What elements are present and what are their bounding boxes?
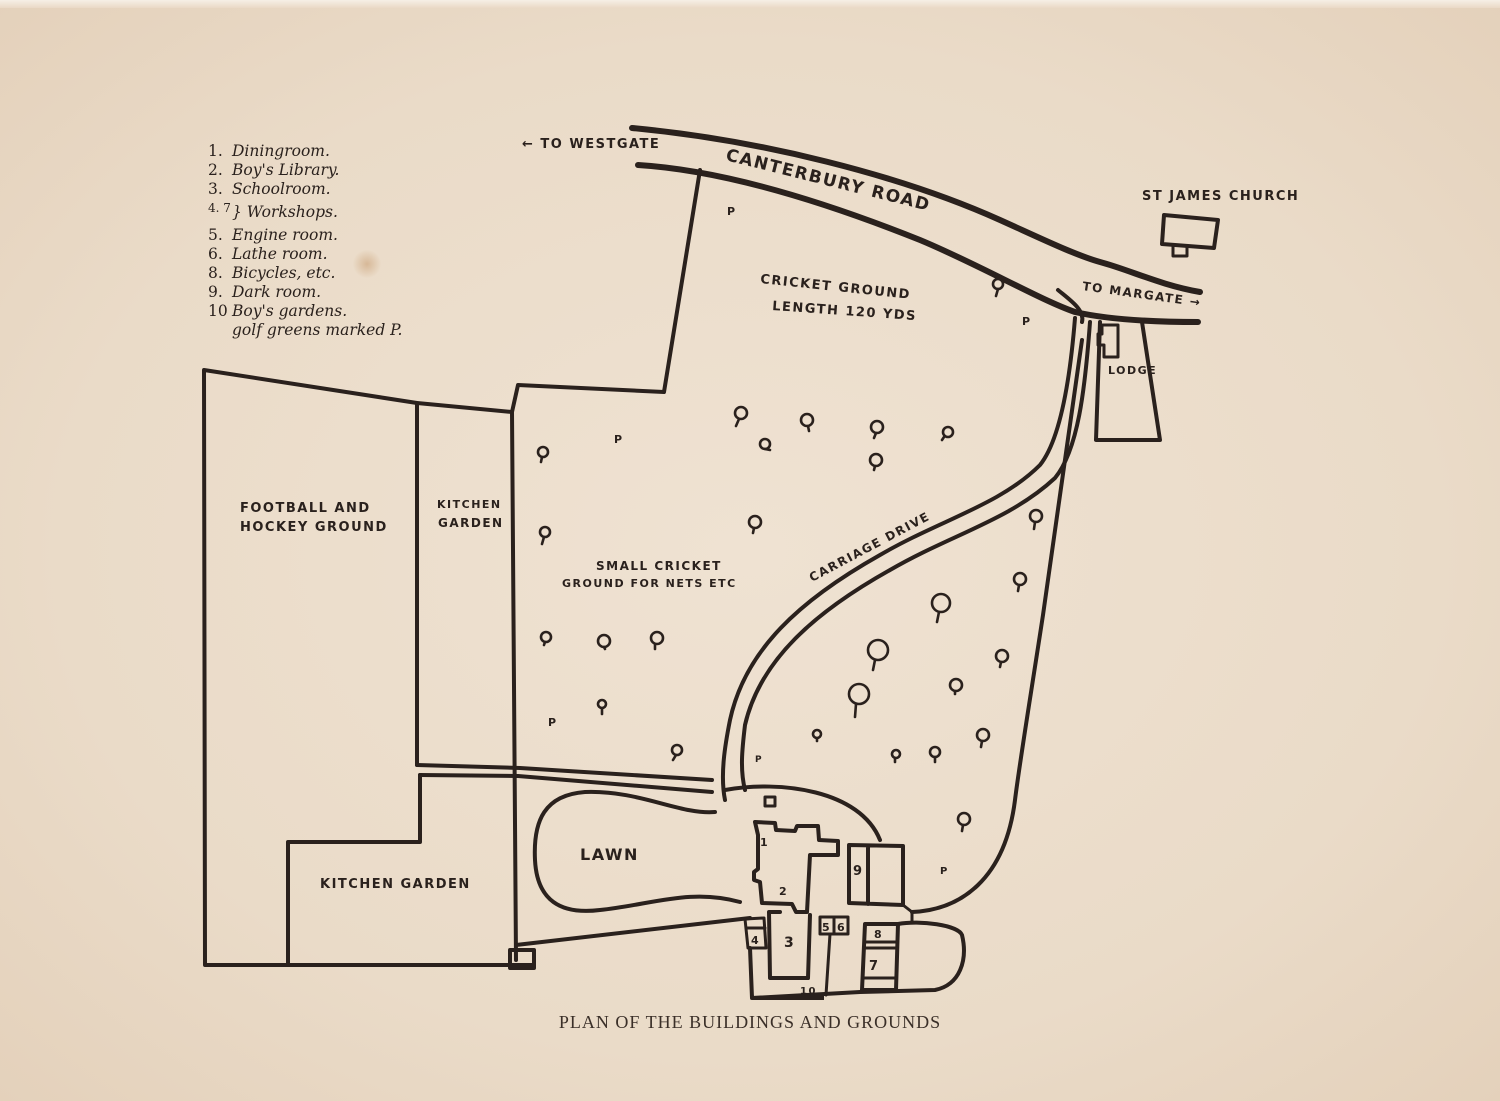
church-label: ST JAMES CHURCH	[1142, 189, 1299, 204]
building-number-3: 3	[784, 935, 795, 951]
golf-green-marker: P	[614, 433, 624, 446]
golf-green-marker: P	[548, 716, 558, 729]
tree-icon	[868, 452, 884, 472]
legend-item: 1.Diningroom.	[208, 142, 330, 160]
kitchen-garden-upper-label: KITCHEN	[437, 498, 502, 511]
tree-icon	[538, 525, 552, 546]
tree-icon	[991, 277, 1005, 298]
tree-icon	[869, 419, 885, 440]
golf-green-marker: P	[727, 205, 737, 218]
paper-edge	[0, 0, 1500, 8]
tree-icon	[536, 445, 550, 464]
legend: 1.Diningroom. 2.Boy's Library. 3.Schoolr…	[208, 142, 468, 340]
church-building	[1160, 213, 1220, 258]
building-number-6: 6	[837, 921, 846, 934]
legend-item: golf greens marked P.	[232, 321, 403, 339]
tree-icons	[536, 277, 1044, 833]
tree-icon	[799, 412, 815, 433]
legend-item: 8.Bicycles, etc.	[208, 264, 336, 282]
legend-item: 4. 7} Workshops.	[208, 201, 338, 221]
yard-bottom-edge	[752, 996, 824, 1000]
tree-icon	[956, 811, 972, 833]
golf-green-marker: P	[940, 866, 949, 877]
legend-item: 5.Engine room.	[208, 226, 338, 244]
golf-green-markers: P P P P P P	[548, 205, 1032, 877]
tree-icon	[539, 630, 553, 647]
tree-icon	[670, 743, 684, 762]
building-number-9: 9	[853, 864, 864, 879]
cricket-ground-length-label: LENGTH 120 YDS	[772, 299, 918, 324]
small-cricket-label-2: GROUND FOR NETS ETC	[562, 577, 737, 590]
lodge-label: LODGE	[1108, 364, 1157, 377]
tree-icon	[649, 630, 665, 651]
building-number-4: 4	[751, 934, 760, 947]
building-number-2: 2	[779, 885, 788, 898]
carriage-drive	[720, 316, 1092, 802]
tree-icon	[940, 425, 955, 442]
tree-icon	[1028, 508, 1044, 531]
kitchen-garden-lower-label: KITCHEN GARDEN	[320, 877, 471, 892]
tree-icon	[930, 592, 952, 624]
estate-boundary	[202, 168, 1085, 967]
to-westgate-label: ← TO WESTGATE	[522, 137, 660, 152]
golf-green-marker: P	[755, 755, 763, 765]
tree-icon	[1012, 571, 1028, 593]
building-number-7: 7	[869, 959, 880, 974]
football-ground-label: FOOTBALL AND	[240, 501, 371, 516]
main-buildings	[743, 820, 966, 1000]
tree-icon	[948, 677, 964, 696]
field-divisions	[286, 401, 752, 970]
tree-icon	[747, 514, 763, 535]
building-number-5: 5	[822, 921, 831, 934]
canterbury-road	[629, 125, 1203, 325]
lawn-label: LAWN	[580, 845, 639, 864]
tree-icon	[994, 648, 1010, 669]
carriage-drive-label: CARRIAGE DRIVE	[807, 509, 933, 585]
legend-item: 6.Lathe room.	[208, 245, 328, 263]
tree-icon	[890, 748, 902, 764]
tree-icon	[811, 728, 823, 743]
tree-icon	[733, 405, 749, 428]
tree-icon	[975, 727, 991, 749]
building-number-1: 1	[760, 836, 769, 849]
tree-icon	[596, 633, 612, 651]
tree-icon	[847, 682, 871, 719]
tree-icon	[928, 745, 942, 764]
building-number-10: 10	[800, 986, 817, 997]
legend-item: 9.Dark room.	[208, 283, 322, 301]
football-ground-label-2: HOCKEY GROUND	[240, 520, 388, 535]
tree-icon	[866, 638, 890, 672]
building-number-8: 8	[874, 928, 883, 941]
to-margate-label: TO MARGATE →	[1082, 279, 1203, 310]
document-caption: PLAN OF THE BUILDINGS AND GROUNDS	[558, 1012, 942, 1032]
small-cricket-label: SMALL CRICKET	[596, 559, 722, 573]
legend-item: 3.Schoolroom.	[208, 180, 331, 198]
small-outbuilding	[763, 795, 777, 808]
tree-icon	[596, 698, 608, 716]
tree-icon	[758, 437, 772, 452]
lawn-outline	[532, 789, 742, 913]
kitchen-garden-upper-label-2: GARDEN	[438, 516, 504, 530]
cricket-ground-label: CRICKET GROUND	[760, 272, 912, 303]
lodge	[1094, 320, 1162, 442]
golf-green-marker: P	[1022, 315, 1032, 328]
paper-stain	[352, 250, 382, 278]
legend-item: 2.Boy's Library.	[208, 161, 340, 179]
house-grounds-boundary	[723, 784, 882, 842]
